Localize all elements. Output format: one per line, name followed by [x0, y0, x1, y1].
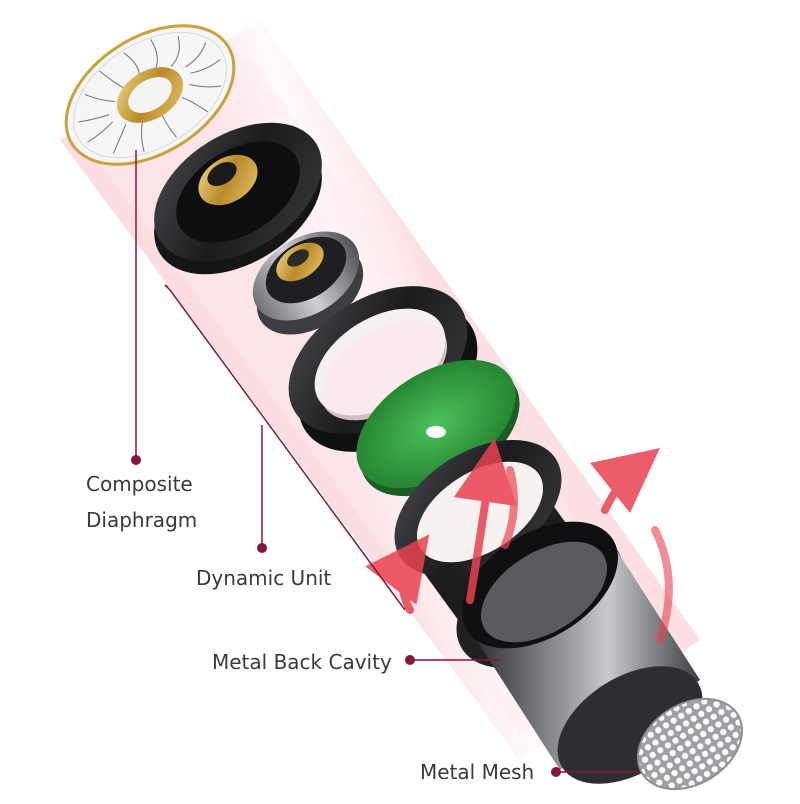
label-composite-diaphragm: Composite Diaphragm [86, 466, 197, 538]
airflow-arrows [365, 438, 673, 644]
leader-dot-composite-diaphragm [131, 455, 141, 465]
leader-dots [131, 455, 561, 777]
label-composite-line2: Diaphragm [86, 508, 198, 532]
leader-dot-dynamic-unit [257, 543, 267, 553]
leader-lines [135, 150, 640, 773]
airflow-arrow [365, 534, 430, 614]
airflow-arrow [501, 466, 518, 549]
leader-dot-metal-back-cavity [405, 655, 415, 665]
label-composite-line1: Composite [86, 472, 193, 496]
composite-diaphragm [64, 24, 236, 166]
airflow-arrow [651, 526, 673, 644]
label-metal-mesh: Metal Mesh [420, 760, 535, 784]
leader-line-tick [164, 284, 169, 288]
metal-back-cavity [462, 521, 703, 784]
magnet-ring [252, 231, 364, 335]
airflow-arrow [590, 448, 660, 514]
airflow-arrow [453, 438, 518, 604]
leader-dot-metal-mesh [551, 767, 561, 777]
label-metal-back-cavity: Metal Back Cavity [212, 650, 392, 674]
metal-mesh [636, 697, 744, 791]
dynamic-unit [154, 122, 322, 275]
label-dynamic-unit: Dynamic Unit [196, 566, 332, 590]
